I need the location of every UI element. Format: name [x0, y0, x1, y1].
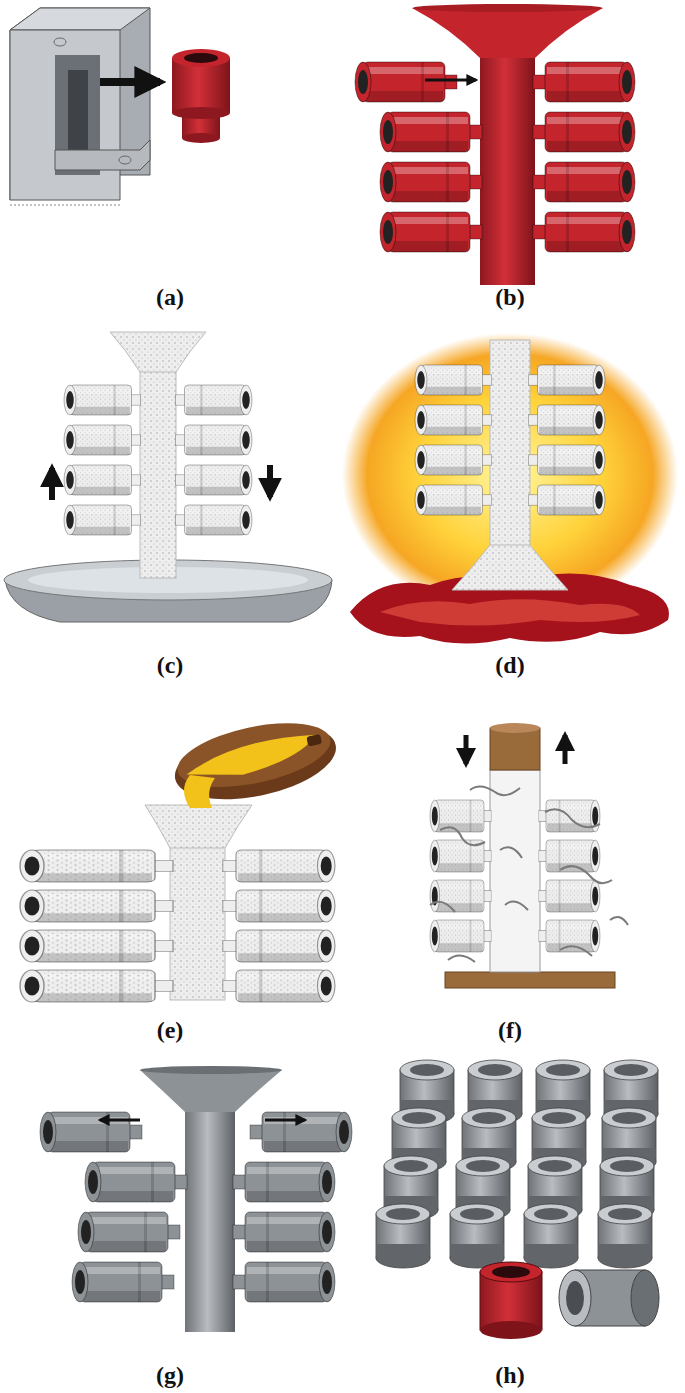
- wax-tree: [355, 4, 635, 285]
- panel-label: (b): [495, 284, 524, 310]
- die-panel: [10, 8, 230, 205]
- panel-label: (c): [157, 652, 184, 678]
- metal-tree: [40, 1066, 352, 1332]
- pouring: [20, 711, 343, 1002]
- panel-label: (a): [156, 284, 184, 310]
- panel-label: (e): [157, 1017, 184, 1043]
- panel-label: (d): [495, 652, 524, 678]
- panel-label: (h): [495, 1362, 524, 1388]
- finished-castings: [376, 1060, 659, 1339]
- panel-label: (g): [156, 1362, 184, 1388]
- slurry-dip: [4, 332, 332, 622]
- dewax-heat: [342, 333, 678, 644]
- shell-removal: [430, 723, 628, 988]
- panel-label: (f): [498, 1017, 522, 1043]
